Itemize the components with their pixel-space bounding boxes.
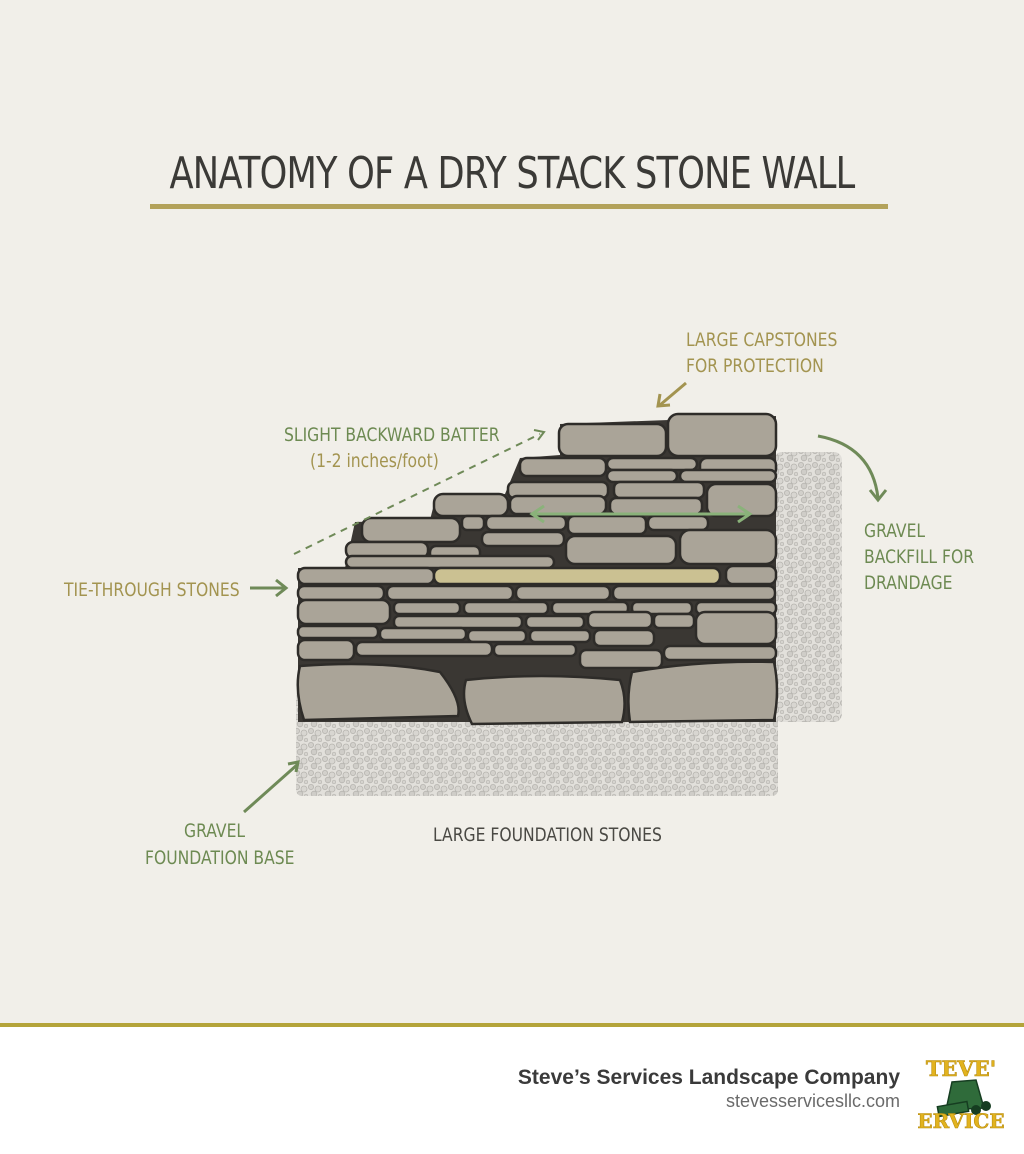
gravel-backfill: [774, 452, 842, 722]
logo-text-top: TEVE': [926, 1056, 996, 1081]
batter-dashed-line: [293, 433, 541, 555]
foundation-stones-label: LARGE FOUNDATION STONES: [433, 824, 662, 846]
double-headed-arrow-icon: [529, 504, 753, 524]
footer: [0, 1027, 1024, 1154]
company-name: Steve’s Services Landscape Company: [517, 1066, 900, 1089]
logo-text-bottom: ERVICE: [918, 1109, 1004, 1132]
foundation-base-label-line1: GRAVEL: [184, 820, 246, 842]
capstones-label-line2: FOR PROTECTION: [686, 355, 824, 377]
arrow-up-right-icon: [243, 760, 300, 814]
backfill-label-line2: BACKFILL FOR: [864, 546, 975, 568]
company-logo: TEVE' ERVICE: [918, 1052, 1004, 1132]
backfill-label-line3: DRANDAGE: [864, 572, 953, 594]
foundation-base-label-line2: FOUNDATION BASE: [145, 847, 295, 869]
curved-arrow-down-icon: [817, 434, 888, 503]
tie-through-label: TIE-THROUGH STONES: [64, 579, 240, 601]
arrow-right-icon: [250, 578, 289, 598]
company-website[interactable]: stevesservicesllc.com: [725, 1091, 900, 1111]
arrow-down-left-icon: [656, 381, 687, 408]
capstones-label-line1: LARGE CAPSTONES: [686, 329, 838, 351]
stone-wall-illustration: [243, 381, 888, 814]
batter-label-detail: (1-2 inches/foot): [310, 450, 439, 472]
title-underline: [150, 204, 888, 209]
footer-divider: [0, 1023, 1024, 1027]
page-title: ANATOMY OF A DRY STACK STONE WALL: [169, 148, 856, 199]
backfill-label-line1: GRAVEL: [864, 520, 926, 542]
batter-label-title: SLIGHT BACKWARD BATTER: [284, 424, 500, 446]
